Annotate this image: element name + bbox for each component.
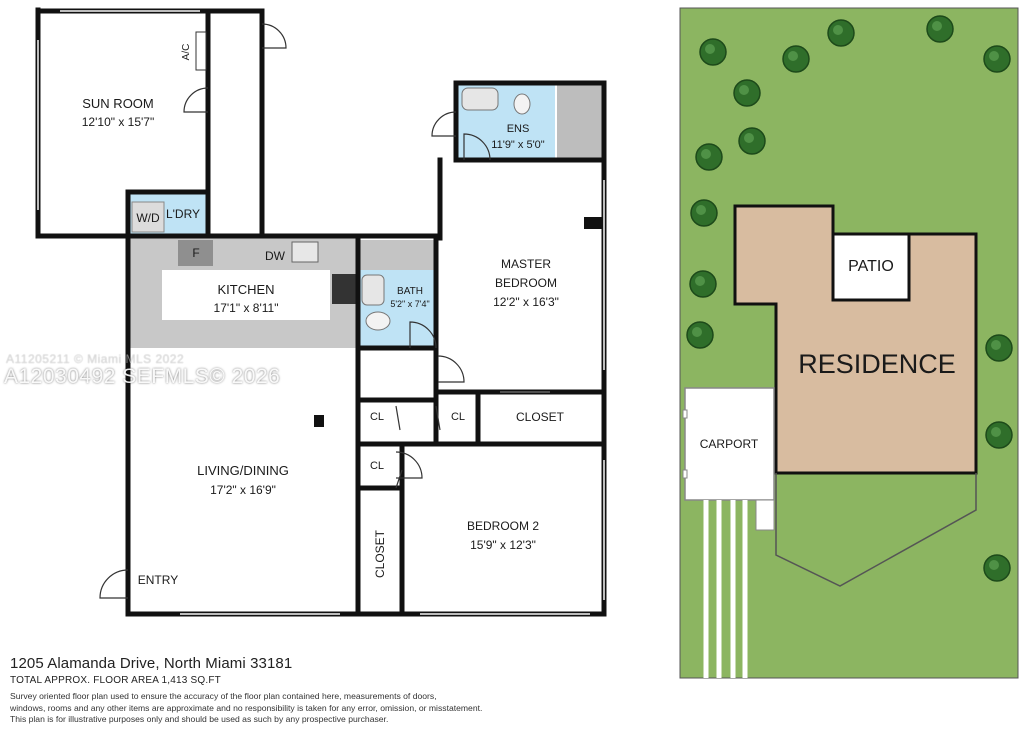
tree-highlight (696, 205, 706, 215)
fridge (178, 240, 213, 266)
master-label-2: BEDROOM (495, 276, 557, 290)
carport-post (682, 469, 688, 479)
watermark-text: A12030492 SEFMLS© 2026 (4, 365, 281, 388)
patio-label: PATIO (848, 258, 894, 275)
carport (684, 387, 775, 501)
disclaimer-line: This plan is for illustrative purposes o… (10, 714, 389, 724)
laundry-label: L'DRY (166, 207, 200, 221)
master-label-1: MASTER (501, 257, 551, 271)
tree-highlight (932, 21, 942, 31)
bath-toilet (365, 311, 391, 331)
ensuite-label: ENS (507, 123, 530, 135)
dw-label: DW (265, 249, 286, 263)
disclaimer: Survey oriented floor plan used to ensur… (10, 691, 670, 726)
bath-label: BATH (397, 286, 423, 297)
rear-deck (775, 473, 977, 587)
kitchen-label: KITCHEN (217, 282, 274, 297)
patio (831, 232, 911, 302)
master-size: 12'2" x 16'3" (493, 295, 559, 309)
ensuite-toilet (513, 93, 531, 115)
tree-highlight (833, 25, 843, 35)
residence-label: RESIDENCE (798, 349, 956, 379)
living-size: 17'2" x 16'9" (210, 483, 276, 497)
disclaimer-line: windows, rooms and any other items are a… (10, 702, 483, 713)
tree-highlight (989, 51, 999, 61)
ac-label: A/C (181, 44, 192, 61)
tree-highlight (991, 427, 1001, 437)
tree-highlight (701, 149, 711, 159)
stove (332, 274, 356, 304)
kitchen-size: 17'1" x 8'11" (214, 301, 279, 315)
sun-room-size: 12'10" x 15'7" (82, 115, 155, 129)
bedroom2-size: 15'9" x 12'3" (470, 538, 536, 552)
closet-label-2: CL (451, 411, 465, 423)
tree-highlight (989, 560, 999, 570)
shower-area (557, 85, 603, 160)
disclaimer-line: Survey oriented floor plan used to ensur… (10, 691, 437, 701)
tree-highlight (991, 340, 1001, 350)
column (584, 217, 602, 229)
column (314, 415, 324, 427)
washer-dryer-unit (131, 201, 165, 233)
tree-highlight (744, 133, 754, 143)
bedroom2-label: BEDROOM 2 (467, 519, 539, 533)
trees (686, 15, 1013, 582)
ac-unit (195, 31, 207, 71)
sun-room-label: SUN ROOM (82, 96, 154, 111)
closet-label-1: CL (370, 411, 384, 423)
floor-plan: SUN ROOM 12'10" x 15'7" A/C W/D L'DRY F … (35, 7, 607, 617)
watermark-ghost: A11205211 © Miami MLS 2022 (6, 352, 185, 366)
tree-highlight (788, 51, 798, 61)
closet-label-5: CLOSET (373, 529, 387, 578)
fridge-label: F (192, 246, 199, 260)
living-label: LIVING/DINING (197, 463, 289, 478)
bath-tub (360, 240, 436, 270)
ensuite-size: 11'9" x 5'0" (491, 139, 544, 151)
ensuite-vanity (461, 87, 499, 111)
walk-step (755, 499, 775, 531)
bath-vanity (361, 274, 385, 306)
entry-label: ENTRY (138, 573, 178, 587)
carport-post (682, 409, 688, 419)
plan-footer: 1205 Alamanda Drive, North Miami 33181 T… (10, 655, 670, 726)
mls-watermark: A11205211 © Miami MLS 2022 A12030492 SEF… (4, 352, 281, 389)
tree-highlight (705, 44, 715, 54)
closet-label-4: CL (370, 460, 384, 472)
site-plan: PATIO RESIDENCE CARPORT (679, 7, 1019, 679)
property-address: 1205 Alamanda Drive, North Miami 33181 (10, 655, 293, 672)
sink (291, 241, 319, 263)
bath-size: 5'2" x 7'4" (390, 299, 429, 309)
tree-highlight (739, 85, 749, 95)
tree-highlight (692, 327, 702, 337)
floor-area: TOTAL APPROX. FLOOR AREA 1,413 SQ.FT (10, 675, 221, 686)
carport-label: CARPORT (700, 437, 759, 451)
closet-label-3: CLOSET (516, 410, 565, 424)
tree-highlight (695, 276, 705, 286)
wd-label: W/D (136, 211, 160, 225)
